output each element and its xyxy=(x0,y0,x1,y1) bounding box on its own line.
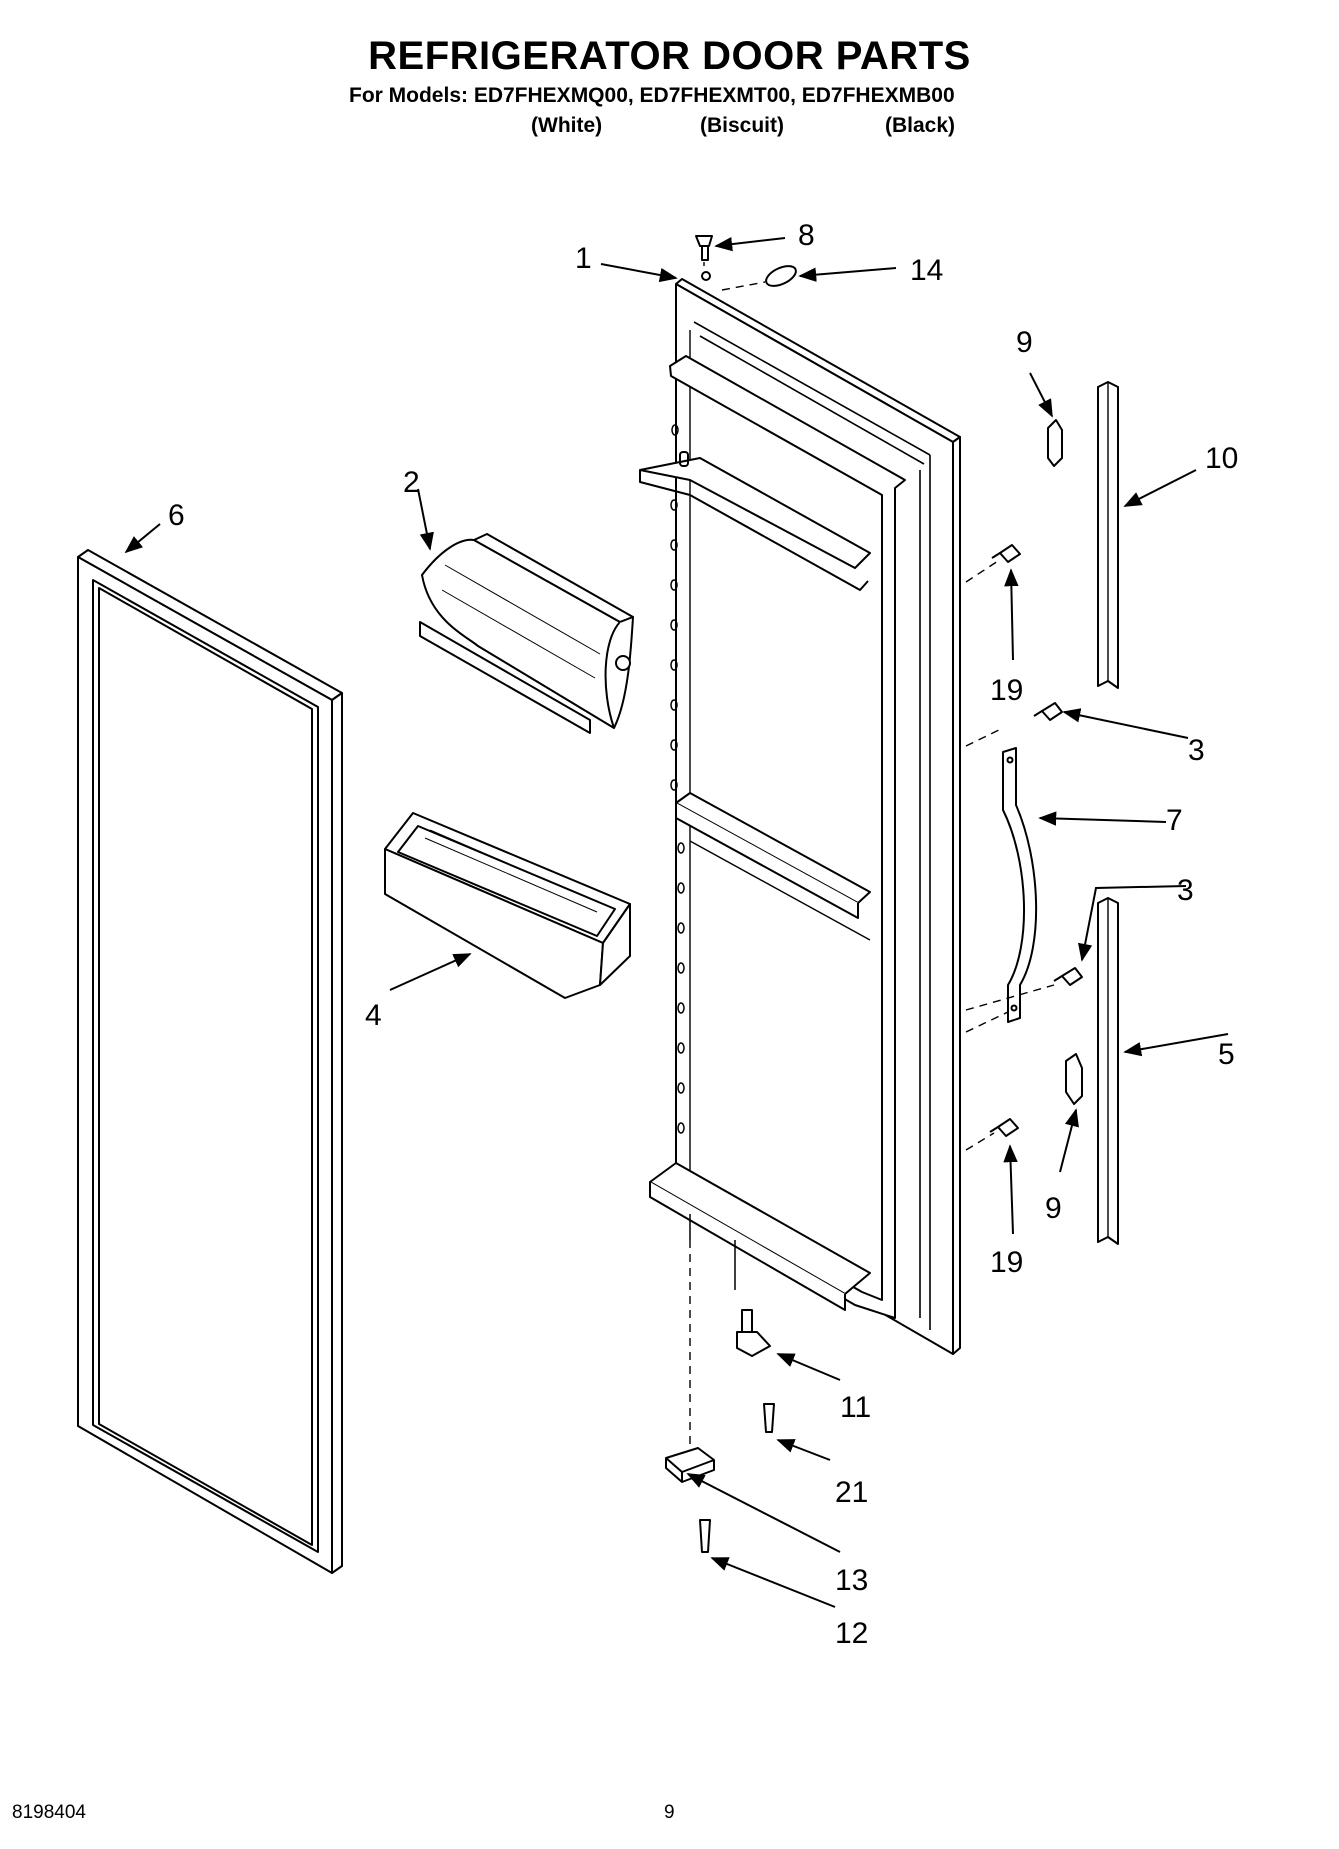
callout-1: 1 xyxy=(575,242,592,275)
handle-screw-upper xyxy=(1033,702,1063,721)
page-title: REFRIGERATOR DOOR PARTS xyxy=(368,34,971,78)
door-assembly xyxy=(639,278,961,1355)
leader-lines xyxy=(124,236,1229,1608)
callout-8: 8 xyxy=(798,219,815,252)
callout-9-lower: 9 xyxy=(1045,1192,1062,1225)
callout-19-upper: 19 xyxy=(990,674,1023,707)
color-white: (White) xyxy=(531,114,603,137)
callout-labels: 1 2 3 3 4 5 6 7 8 9 9 10 11 12 13 14 19 … xyxy=(168,219,1238,1650)
callout-3-lower: 3 xyxy=(1177,874,1194,907)
callout-7: 7 xyxy=(1166,804,1183,837)
handle-trim-upper xyxy=(1097,381,1119,689)
door-handle xyxy=(1002,747,1038,1023)
trim-screw-lower xyxy=(989,1118,1019,1137)
hinge-pin xyxy=(736,1309,771,1357)
callout-3-upper: 3 xyxy=(1188,734,1205,767)
trim-clip-lower xyxy=(1065,1053,1083,1105)
door-shelf-holes xyxy=(670,424,685,1134)
dairy-door xyxy=(419,533,634,734)
callout-10: 10 xyxy=(1205,442,1238,475)
color-biscuit: (Biscuit) xyxy=(700,114,784,137)
o-ring xyxy=(765,265,797,287)
hinge-bracket-screw xyxy=(699,1519,711,1553)
callout-4: 4 xyxy=(365,999,382,1032)
handle-screw-lower xyxy=(1053,967,1083,986)
page-number: 9 xyxy=(664,1802,675,1823)
callout-9-upper: 9 xyxy=(1016,326,1033,359)
trim-screw-upper xyxy=(991,544,1021,563)
door-gasket xyxy=(77,549,343,1574)
callout-19-lower: 19 xyxy=(990,1246,1023,1279)
callout-5: 5 xyxy=(1218,1038,1235,1071)
callout-14: 14 xyxy=(910,254,943,287)
models-line: For Models: ED7FHEXMQ00, ED7FHEXMT00, ED… xyxy=(349,84,955,107)
handle-trim-lower xyxy=(1097,897,1119,1245)
callout-13: 13 xyxy=(835,1564,868,1597)
door-bin xyxy=(384,812,631,999)
door-plug xyxy=(695,235,713,281)
callout-11: 11 xyxy=(840,1391,871,1424)
hinge-screw xyxy=(763,1403,775,1433)
hinge-bracket xyxy=(665,1447,715,1483)
color-black: (Black) xyxy=(885,114,956,137)
callout-12: 12 xyxy=(835,1617,868,1650)
callout-2: 2 xyxy=(403,466,420,499)
doc-number: 8198404 xyxy=(12,1802,86,1823)
trim-clip-upper xyxy=(1047,419,1063,467)
callout-6: 6 xyxy=(168,499,185,532)
callout-21: 21 xyxy=(835,1476,868,1509)
